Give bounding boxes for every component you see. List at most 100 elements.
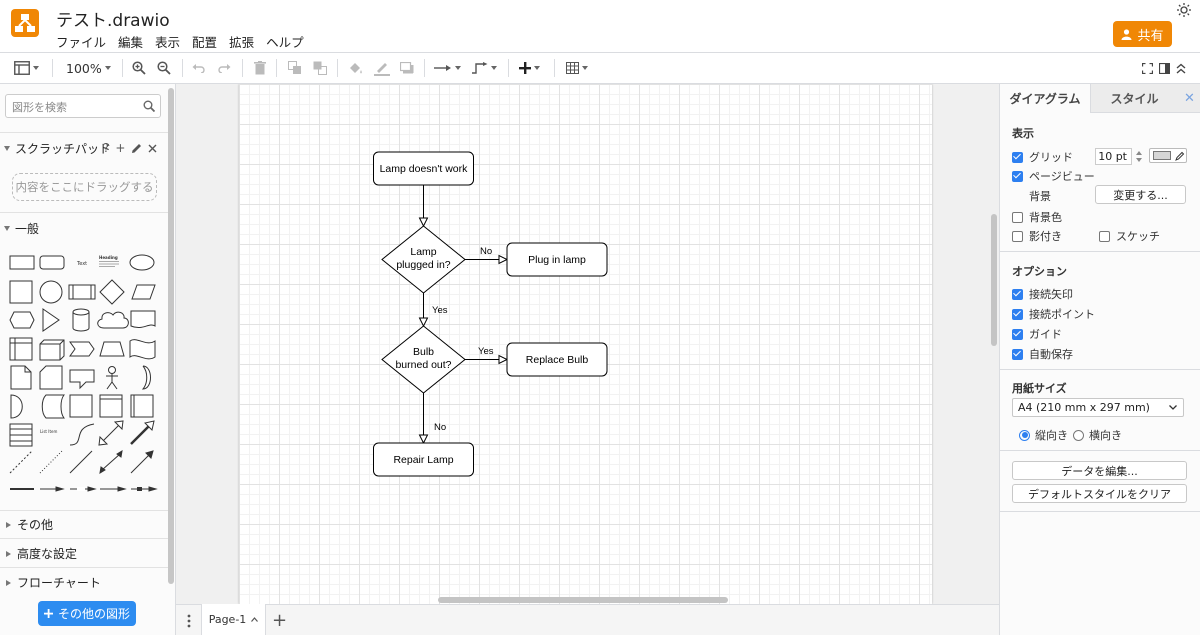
shape-bidirectional-arrow[interactable] (98, 420, 124, 446)
zoom-out-button[interactable] (157, 53, 171, 83)
help-icon[interactable]: ? (103, 141, 110, 155)
shape-triangle[interactable] (42, 308, 60, 332)
add-page-button[interactable]: + (272, 610, 288, 631)
page-view-checkbox[interactable]: ページビュー (1012, 168, 1095, 184)
format-panel-button[interactable] (1159, 53, 1170, 83)
insert-button[interactable] (519, 53, 540, 83)
connection-points-checkbox[interactable]: 接続ポイント (1012, 306, 1095, 322)
shape-connector-arrow[interactable] (40, 486, 65, 492)
shape-data-storage[interactable] (41, 394, 66, 419)
shape-cylinder[interactable] (72, 308, 90, 332)
line-color-button[interactable] (374, 53, 390, 83)
tab-style[interactable]: スタイル (1090, 84, 1178, 113)
section-flowchart[interactable]: フローチャート (4, 574, 101, 591)
shape-delay[interactable] (10, 394, 23, 419)
zoom-dropdown[interactable]: 100% (66, 53, 111, 83)
menu-help[interactable]: ヘルプ (266, 35, 304, 50)
shape-internal-storage[interactable] (9, 337, 33, 361)
search-icon[interactable] (143, 100, 155, 112)
undo-button[interactable] (192, 53, 205, 83)
shape-actor[interactable] (106, 366, 118, 390)
sidebar-scrollbar[interactable] (168, 88, 174, 584)
node-replace-bulb[interactable] (506, 342, 608, 377)
change-background-button[interactable]: 変更する... (1095, 185, 1186, 204)
shape-rounded-rectangle[interactable] (39, 255, 65, 270)
shape-or[interactable] (141, 365, 151, 390)
node-lamp-doesnt-work[interactable] (373, 151, 474, 186)
table-button[interactable] (566, 53, 588, 83)
shape-connector-label[interactable] (70, 486, 97, 492)
sketch-checkbox[interactable]: スケッチ (1099, 228, 1160, 244)
guides-checkbox[interactable]: ガイド (1012, 326, 1062, 342)
more-shapes-button[interactable]: その他の図形 (38, 601, 136, 626)
shape-connector-2-labels[interactable] (100, 486, 127, 492)
shape-ellipse[interactable] (129, 254, 155, 271)
shape-trapezoid[interactable] (99, 341, 125, 357)
edit-icon[interactable] (131, 143, 142, 154)
shape-square[interactable] (9, 280, 33, 304)
close-icon[interactable] (148, 144, 157, 153)
shape-text[interactable]: Text (76, 261, 87, 267)
shape-arrow[interactable] (130, 420, 155, 445)
connection-button[interactable] (434, 53, 461, 83)
shape-process[interactable] (68, 284, 96, 300)
tab-page-1[interactable]: Page-1 (201, 604, 266, 635)
node-repair-lamp[interactable] (373, 442, 474, 477)
shape-connector-3-labels[interactable] (131, 486, 158, 492)
shape-list-item[interactable]: List Item (40, 429, 57, 434)
spinner-icon[interactable] (1134, 148, 1144, 165)
drawio-logo[interactable] (11, 9, 39, 37)
shape-dashed-line[interactable] (9, 450, 33, 474)
shape-rectangle[interactable] (9, 255, 35, 270)
shape-list[interactable] (9, 423, 33, 447)
shape-bidirectional-connector[interactable] (99, 450, 123, 474)
section-advanced[interactable]: 高度な設定 (4, 545, 77, 562)
search-input[interactable]: 図形を検索 (12, 101, 67, 114)
landscape-radio[interactable]: 横向き (1073, 427, 1122, 443)
shape-frame[interactable] (130, 394, 154, 418)
shape-note[interactable] (10, 365, 32, 390)
search-box[interactable]: 図形を検索 (5, 94, 161, 118)
shape-textbox[interactable]: Heading (99, 255, 119, 267)
shape-container[interactable] (69, 394, 93, 418)
scratchpad-drop-zone[interactable]: 内容をここにドラッグする (12, 173, 157, 201)
horizontal-scrollbar[interactable] (438, 597, 728, 603)
portrait-radio[interactable]: 縦向き (1019, 427, 1068, 443)
close-icon[interactable]: ✕ (1178, 84, 1200, 113)
node-plug-in-lamp[interactable] (506, 242, 608, 277)
shadow-button[interactable] (400, 53, 414, 83)
vertical-scrollbar[interactable] (991, 214, 997, 346)
redo-button[interactable] (218, 53, 231, 83)
grid-checkbox[interactable]: グリッド (1012, 149, 1073, 165)
shape-cube[interactable] (39, 339, 65, 361)
shape-tape[interactable] (129, 339, 156, 360)
more-vertical-icon[interactable] (186, 614, 192, 628)
section-other[interactable]: その他 (4, 516, 53, 533)
to-front-button[interactable] (288, 53, 302, 83)
shape-card[interactable] (39, 365, 63, 390)
shape-diamond[interactable] (99, 279, 125, 305)
fill-color-button[interactable] (348, 53, 363, 83)
shape-step[interactable] (69, 341, 95, 357)
shape-swimlane[interactable] (99, 394, 123, 418)
node-lamp-plugged-in[interactable] (381, 225, 466, 294)
shape-circle[interactable] (39, 280, 63, 304)
paper-size-select[interactable]: A4 (210 mm x 297 mm) (1012, 398, 1184, 417)
menu-view[interactable]: 表示 (155, 35, 181, 50)
shape-dotted-line[interactable] (39, 450, 63, 474)
autosave-checkbox[interactable]: 自動保存 (1012, 346, 1073, 362)
sun-icon[interactable] (1176, 2, 1192, 18)
shape-cloud[interactable] (97, 311, 129, 329)
shape-hexagon[interactable] (9, 311, 35, 329)
shape-curve[interactable] (69, 423, 95, 446)
file-title[interactable]: テスト.drawio (56, 11, 170, 31)
general-section-header[interactable]: 一般 (4, 220, 39, 237)
connection-arrows-checkbox[interactable]: 接続矢印 (1012, 286, 1073, 302)
add-icon[interactable]: + (115, 141, 126, 155)
clear-default-style-button[interactable]: デフォルトスタイルをクリア (1012, 484, 1187, 503)
shadow-checkbox[interactable]: 影付き (1012, 228, 1062, 244)
edit-data-button[interactable]: データを編集... (1012, 461, 1187, 480)
fullscreen-button[interactable] (1142, 53, 1153, 83)
waypoints-button[interactable] (472, 53, 497, 83)
tab-diagram[interactable]: ダイアグラム (1000, 84, 1090, 113)
